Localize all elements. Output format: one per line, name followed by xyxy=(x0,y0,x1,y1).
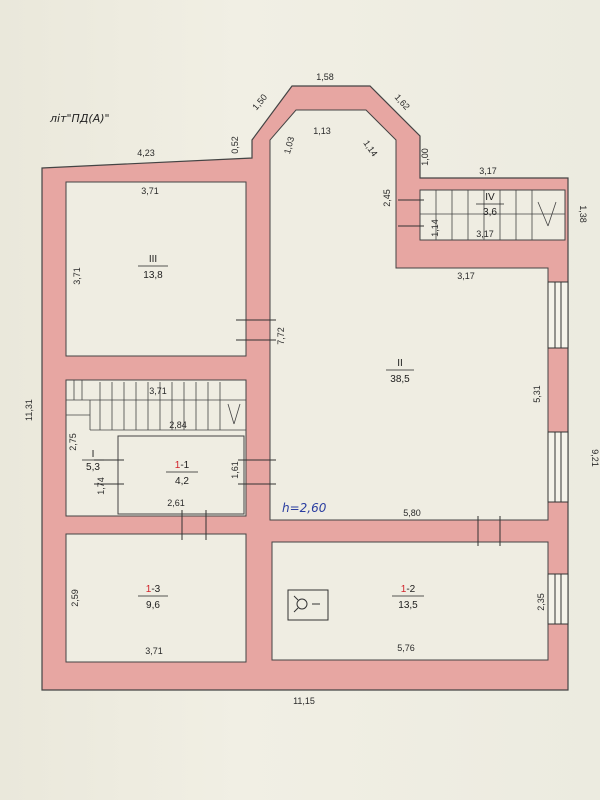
dim-room3-side: 3,71 xyxy=(72,267,82,285)
dim-room13-bottom: 3,71 xyxy=(145,646,163,656)
svg-text:IV: IV xyxy=(485,192,495,203)
dim-stair-wall: 2,45 xyxy=(382,189,392,207)
dim-step-right: 1,00 xyxy=(420,148,430,166)
dim-hall-right: 5,31 xyxy=(532,385,542,403)
boiler-icon xyxy=(287,589,329,621)
dimension-labels: 4,23 1,50 1,58 1,62 0,52 1,03 1,13 1,14 … xyxy=(24,72,600,706)
ceiling-height-note: h=2,60 xyxy=(282,501,327,515)
svg-text:1-1: 1-1 xyxy=(175,460,190,471)
room-I-label: I 5,3 xyxy=(82,449,104,473)
dim-inner-bevel-left: 1,03 xyxy=(282,135,296,155)
room-1-2-label: 1-2 13,5 xyxy=(392,584,424,611)
svg-text:4,2: 4,2 xyxy=(175,476,189,487)
room-IV-label: IV 3,6 xyxy=(476,192,504,218)
svg-text:I: I xyxy=(92,449,95,460)
dim-right-height: 9,21 xyxy=(590,449,600,467)
room-1-3-area xyxy=(65,533,247,663)
room-1-3-label: 1-3 9,6 xyxy=(138,584,168,611)
svg-text:III: III xyxy=(149,254,157,265)
svg-text:1-3: 1-3 xyxy=(146,584,161,595)
dim-stair-top: 3,17 xyxy=(479,166,497,176)
dim-stair-inner-top: 3,17 xyxy=(476,229,494,239)
dim-stair-inner-h: 1,14 xyxy=(430,219,440,237)
room-III-label: III 13,8 xyxy=(138,254,168,281)
room-1-1-area xyxy=(117,435,245,515)
dim-room-i-side: 2,75 xyxy=(68,433,78,451)
svg-text:3,6: 3,6 xyxy=(483,207,497,218)
dim-stair-bottom: 3,17 xyxy=(457,271,475,281)
door-1-1-1-3 xyxy=(181,510,207,540)
dim-inner-top: 1,13 xyxy=(313,126,331,136)
dim-room12-bottom: 5,76 xyxy=(397,643,415,653)
svg-text:5,3: 5,3 xyxy=(86,462,100,473)
room-III-area xyxy=(65,181,247,357)
svg-text:II: II xyxy=(397,358,403,369)
dim-hall-side: 7,72 xyxy=(276,327,286,345)
dim-room11-bottom: 2,61 xyxy=(167,498,185,508)
staircase-I xyxy=(66,380,246,431)
windows-right xyxy=(547,281,569,625)
dim-room11-side: 1,61 xyxy=(230,461,240,479)
room-1-1-label: 1-1 4,2 xyxy=(166,460,198,487)
room-IV-area xyxy=(419,189,566,241)
dim-stair1-top: 3,71 xyxy=(149,386,167,396)
room-II-label: II 38,5 xyxy=(386,358,414,385)
dim-top-center: 1,58 xyxy=(316,72,334,82)
dim-room12-side: 2,35 xyxy=(536,593,546,611)
svg-text:38,5: 38,5 xyxy=(390,374,410,385)
dim-step-left: 0,52 xyxy=(230,136,240,154)
door-II-1-2 xyxy=(477,516,501,546)
staircase-IV xyxy=(420,190,565,240)
dim-overall-width: 11,15 xyxy=(293,696,315,706)
dim-stair1-bottom: 2,84 xyxy=(169,420,187,430)
dim-room-i-small: 1,74 xyxy=(96,477,106,495)
door-III-II xyxy=(236,319,276,341)
dim-room13-side: 2,59 xyxy=(70,589,80,607)
dim-hall-bottom: 5,80 xyxy=(403,508,421,518)
stair-IV-opening xyxy=(398,199,424,227)
svg-text:1-2: 1-2 xyxy=(401,584,416,595)
dim-top-left: 4,23 xyxy=(137,148,155,158)
dim-overall-height: 11,31 xyxy=(24,399,34,421)
svg-text:13,8: 13,8 xyxy=(143,270,163,281)
dim-bevel-right: 1,62 xyxy=(393,92,412,112)
svg-text:13,5: 13,5 xyxy=(398,600,418,611)
room-1-2-area xyxy=(271,541,549,661)
sheet-title: літ"ПД(А)" xyxy=(49,112,110,125)
dim-room3-top: 3,71 xyxy=(141,186,159,196)
dim-bevel-left: 1,50 xyxy=(250,92,269,112)
svg-text:9,6: 9,6 xyxy=(146,600,160,611)
room-II-area xyxy=(269,109,549,521)
dim-stair-height: 1,38 xyxy=(578,205,588,223)
door-II-1-1 xyxy=(238,459,276,485)
